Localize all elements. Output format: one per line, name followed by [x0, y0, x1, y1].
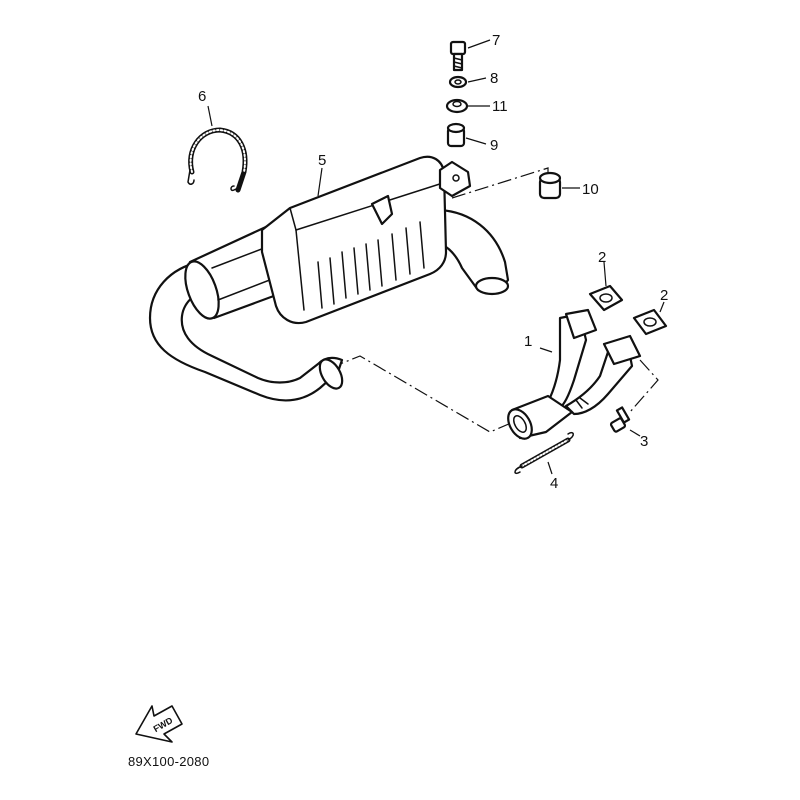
washer	[448, 75, 468, 89]
damper	[538, 171, 562, 200]
callout-8: 8	[490, 70, 498, 87]
callout-2-right: 2	[660, 287, 668, 304]
callout-10: 10	[582, 181, 599, 198]
callout-3: 3	[640, 433, 648, 450]
callout-7: 7	[492, 32, 500, 49]
bolt	[449, 40, 467, 72]
flange-bolt	[609, 406, 631, 433]
gasket-left	[588, 284, 624, 312]
gasket-right	[632, 308, 668, 336]
drawing-code: 89X100-2080	[128, 754, 209, 769]
callout-6: 6	[198, 88, 206, 105]
callout-2-left: 2	[598, 249, 606, 266]
spring-small	[514, 431, 574, 475]
spacer	[446, 122, 466, 148]
callout-5: 5	[318, 152, 326, 169]
callout-9: 9	[490, 137, 498, 154]
callout-11: 11	[492, 98, 508, 115]
muffler-assembly	[148, 155, 510, 402]
leader-lines	[207, 39, 665, 475]
callout-1: 1	[524, 333, 532, 350]
callout-labels: 1 2 2 3 4 5 6 7 8 9 10 11	[198, 32, 668, 492]
collar	[445, 98, 469, 114]
callout-4: 4	[550, 475, 558, 492]
header-pipe	[507, 308, 642, 440]
fwd-arrow: FWD	[135, 705, 183, 743]
spring-large	[187, 127, 248, 193]
